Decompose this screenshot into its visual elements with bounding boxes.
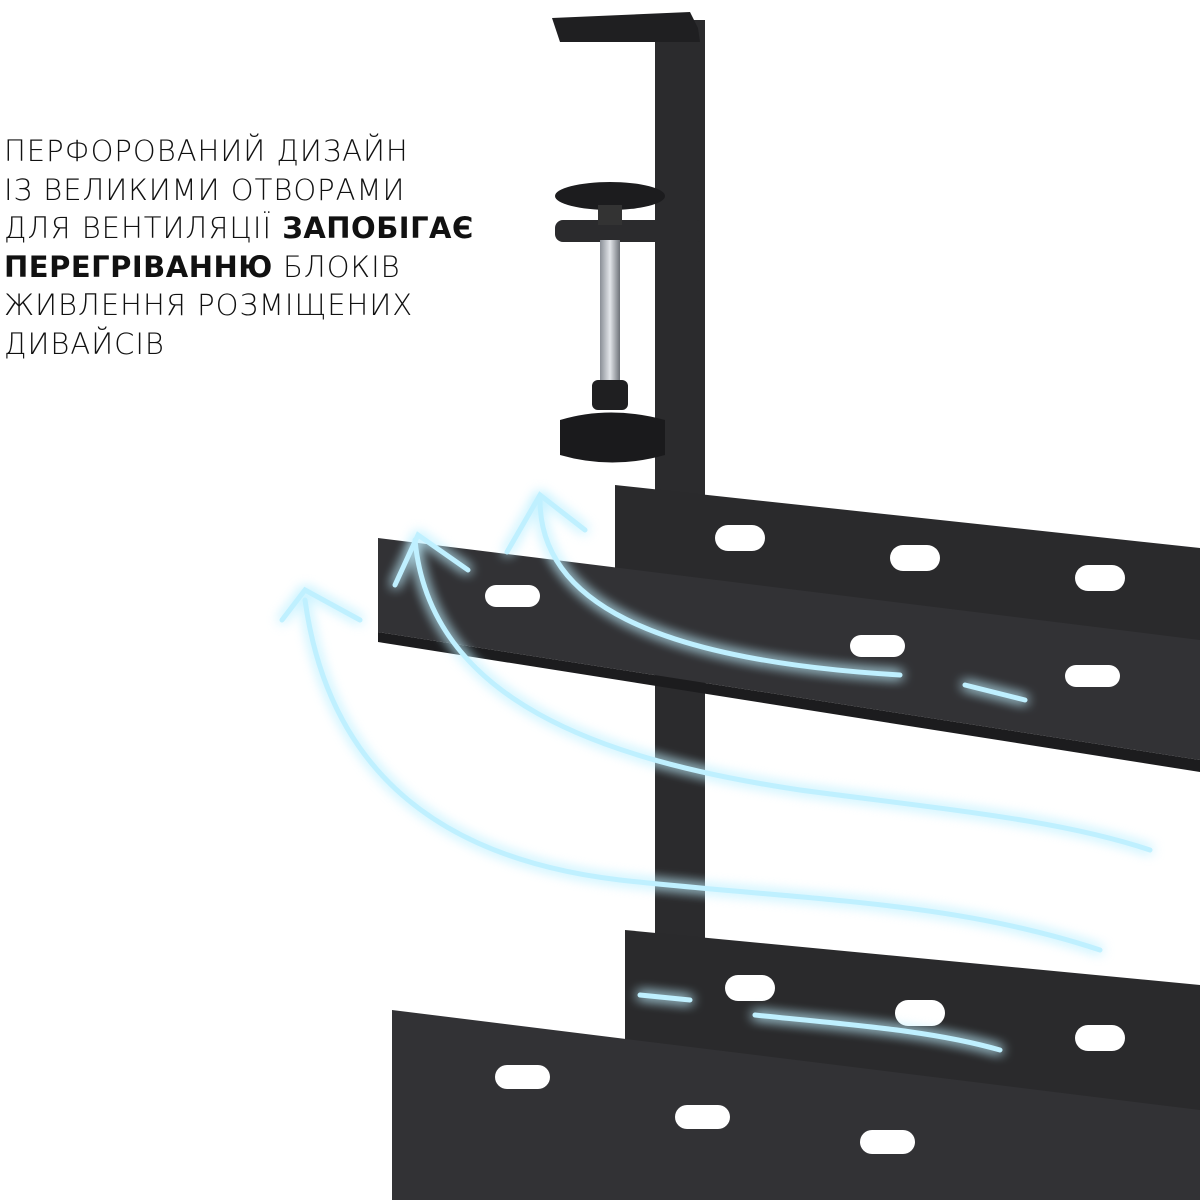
caption-line-3-bold: ЗАПОБІГАЄ: [282, 211, 474, 245]
caption-line-3-regular: ДЛЯ ВЕНТИЛЯЦІЇ: [4, 211, 283, 245]
caption-line-5: ЖИВЛЕННЯ РОЗМІЩЕНИХ: [4, 288, 414, 322]
feature-caption: ПЕРФОРОВАНИЙ ДИЗАЙН ІЗ ВЕЛИКИМИ ОТВОРАМИ…: [4, 132, 474, 363]
caption-line-6: ДИВАЙСІВ: [4, 326, 165, 361]
lower-cable-tray: [392, 930, 1200, 1200]
caption-line-2: ІЗ ВЕЛИКИМИ ОТВОРАМИ: [4, 172, 406, 207]
airflow-arrows: [279, 491, 1153, 1053]
caption-line-4-bold: ПЕРЕГРІВАННЮ: [4, 249, 273, 284]
caption-line-1: ПЕРФОРОВАНИЙ ДИЗАЙН: [4, 134, 409, 168]
desk-clamp: [552, 12, 705, 940]
caption-line-3: ДЛЯ ВЕНТИЛЯЦІЇ ЗАПОБІГАЄ: [4, 211, 474, 245]
upper-cable-tray: [378, 485, 1200, 772]
caption-line-4-regular: БЛОКІВ: [272, 249, 401, 284]
caption-line-4: ПЕРЕГРІВАННЮ БЛОКІВ: [4, 250, 401, 284]
